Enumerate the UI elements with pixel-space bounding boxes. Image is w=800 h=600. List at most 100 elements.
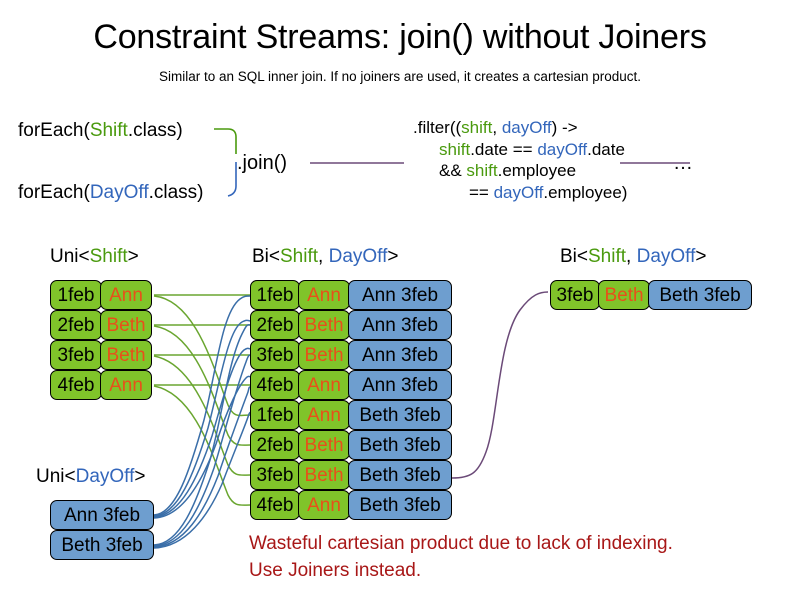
caption-uni-dayoff: Uni<DayOff> <box>36 466 146 488</box>
code-join-label: .join() <box>237 152 288 174</box>
code-foreach-shift-post: .class) <box>127 120 183 141</box>
uni-dayoff-row: Beth 3feb <box>50 530 154 560</box>
bi-dayoff-cell: Ann 3feb <box>348 340 452 370</box>
filter-l1-dayoff: dayOff <box>501 118 552 137</box>
caption-uni-shift-type: Shift <box>89 246 128 267</box>
code-filter-line-2: shift.date == dayOff.date <box>413 139 627 161</box>
page-title: Constraint Streams: join() without Joine… <box>93 18 707 56</box>
shift-name-cell: Ann <box>100 280 152 310</box>
caption-uni-shift: Uni<Shift> <box>50 246 139 268</box>
code-filter-line-1: .filter((shift, dayOff) -> <box>413 117 627 139</box>
bi-dayoff-cell: Beth 3feb <box>348 430 452 460</box>
bi-name-cell: Ann <box>298 400 350 430</box>
shift-date-cell: 4feb <box>50 370 102 400</box>
caption-uni-shift-post: > <box>127 246 139 267</box>
bi-dayoff-cell: Beth 3feb <box>348 490 452 520</box>
caption-bi-middle-pre: Bi< <box>252 246 280 267</box>
caption-uni-dayoff-type: DayOff <box>75 466 135 487</box>
bi-date-cell: 4feb <box>250 490 300 520</box>
out-date-cell: 3feb <box>550 280 600 310</box>
code-ellipsis: … <box>673 152 694 174</box>
warning-text: Wasteful cartesian product due to lack o… <box>249 533 673 581</box>
filter-l3-shift: shift <box>466 161 498 181</box>
caption-bi-output-shift: Shift <box>588 246 627 267</box>
filter-l2-shift: shift <box>439 139 471 159</box>
caption-bi-middle-post: > <box>387 246 399 267</box>
uni-dayoff-row: Ann 3feb <box>50 500 154 530</box>
code-filter-line-3: && shift.employee <box>413 160 627 182</box>
caption-bi-middle-dayoff: DayOff <box>328 246 388 267</box>
code-foreach-shift-pre: forEach( <box>18 120 90 141</box>
bi-name-cell: Ann <box>298 370 350 400</box>
bi-dayoff-cell: Beth 3feb <box>348 460 452 490</box>
code-foreach-dayoff: forEach(DayOff.class) <box>18 181 204 205</box>
code-foreach-dayoff-post: .class) <box>148 182 204 203</box>
bi-name-cell: Beth <box>298 430 350 460</box>
bi-date-cell: 1feb <box>250 400 300 430</box>
filter-l3-post: .employee <box>497 161 577 181</box>
caption-bi-output: Bi<Shift, DayOff> <box>560 246 706 268</box>
caption-uni-dayoff-post: > <box>134 466 146 487</box>
caption-bi-middle-shift: Shift <box>280 246 319 267</box>
bi-name-cell: Beth <box>298 340 350 370</box>
caption-uni-shift-pre: Uni< <box>50 246 90 267</box>
shift-date-cell: 2feb <box>50 310 102 340</box>
out-name-cell: Beth <box>598 280 650 310</box>
shift-name-cell: Ann <box>100 370 152 400</box>
caption-bi-middle-comma: , <box>318 246 329 267</box>
bi-name-cell: Ann <box>298 490 350 520</box>
code-filter-line-4: == dayOff.employee) <box>413 182 627 204</box>
code-type-dayoff: DayOff <box>89 182 149 203</box>
caption-bi-middle: Bi<Shift, DayOff> <box>252 246 398 268</box>
page-subtitle: Similar to an SQL inner join. If no join… <box>159 69 641 84</box>
bi-dayoff-cell: Ann 3feb <box>348 310 452 340</box>
filter-l4-pre: == <box>469 182 494 202</box>
bi-date-cell: 2feb <box>250 310 300 340</box>
out-dayoff-cell: Beth 3feb <box>648 280 752 310</box>
caption-uni-dayoff-pre: Uni< <box>36 466 76 487</box>
dayoff-cell: Beth 3feb <box>50 530 154 560</box>
shift-name-cell: Beth <box>100 310 152 340</box>
caption-bi-output-comma: , <box>626 246 637 267</box>
shift-date-cell: 3feb <box>50 340 102 370</box>
bi-date-cell: 2feb <box>250 430 300 460</box>
filter-l1-post: ) -> <box>551 118 578 137</box>
bi-name-cell: Ann <box>298 280 350 310</box>
code-filter-block: .filter((shift, dayOff) -> shift.date ==… <box>413 117 627 203</box>
bi-name-cell: Beth <box>298 310 350 340</box>
filter-l1-pre: .filter(( <box>413 118 462 137</box>
filter-l2-mid: .date == <box>470 139 538 159</box>
dayoff-cell: Ann 3feb <box>50 500 154 530</box>
filter-l3-pre: && <box>439 161 467 181</box>
filter-l1-comma: , <box>492 118 502 137</box>
bi-dayoff-cell: Ann 3feb <box>348 280 452 310</box>
filter-l4-dayoff: dayOff <box>493 182 544 202</box>
bi-dayoff-cell: Ann 3feb <box>348 370 452 400</box>
filter-l2-post: .date <box>587 139 625 159</box>
caption-bi-output-pre: Bi< <box>560 246 588 267</box>
caption-bi-output-dayoff: DayOff <box>636 246 696 267</box>
caption-bi-output-post: > <box>695 246 707 267</box>
code-foreach-shift: forEach(Shift.class) <box>18 119 183 143</box>
bi-name-cell: Beth <box>298 460 350 490</box>
code-foreach-dayoff-pre: forEach( <box>18 182 90 203</box>
bi-date-cell: 3feb <box>250 340 300 370</box>
shift-name-cell: Beth <box>100 340 152 370</box>
code-type-shift: Shift <box>89 120 128 141</box>
filter-l1-shift: shift <box>461 118 493 137</box>
bi-date-cell: 1feb <box>250 280 300 310</box>
shift-date-cell: 1feb <box>50 280 102 310</box>
